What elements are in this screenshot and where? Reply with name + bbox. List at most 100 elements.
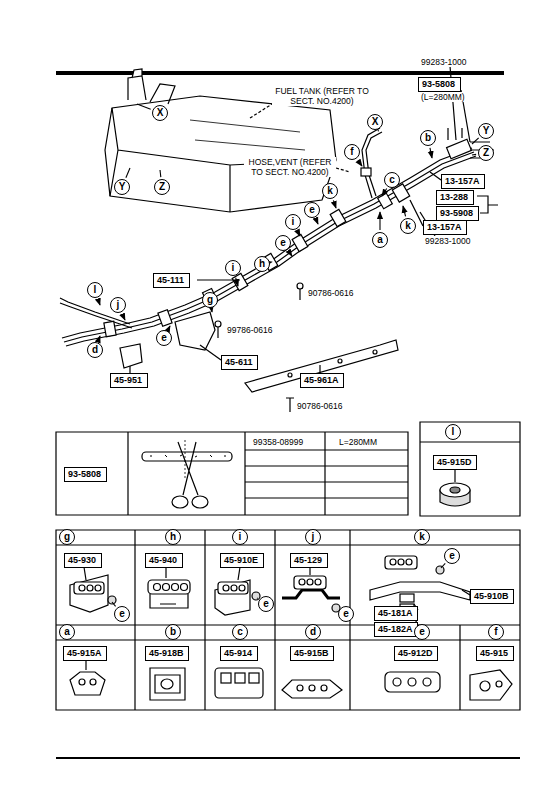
callout-letter: g: [202, 292, 218, 308]
dimension: (L=280MM): [420, 92, 466, 102]
callout-letter: d: [305, 624, 321, 640]
callout-letter: c: [232, 624, 248, 640]
part-text: b: [425, 133, 431, 143]
part-text: a: [64, 627, 70, 637]
part-text: d: [310, 627, 316, 637]
part-text: e: [280, 238, 286, 248]
part-number-box: 13-157A: [423, 220, 467, 235]
part-text: 45-915: [480, 648, 508, 658]
part-text: k: [327, 186, 333, 196]
callout-letter: h: [165, 529, 181, 545]
part-number-box: 93-5808: [64, 467, 107, 482]
label-text: 90786-0616: [297, 401, 342, 411]
part-text: 93-5808: [68, 469, 101, 479]
part-number-box: 93-5808: [418, 77, 461, 92]
callout-letter: i: [232, 529, 248, 545]
part-text: 45-611: [225, 357, 253, 367]
leader-line: [403, 206, 406, 216]
part-text: 13-288: [440, 192, 468, 202]
note-text: HOSE,VENT (REFER TO SECT. NO.4200): [244, 157, 336, 177]
leader-line: [126, 168, 130, 178]
part-text: j: [117, 300, 120, 310]
label-text: 90786-0616: [308, 288, 353, 298]
callout-letter: e: [114, 606, 130, 622]
part-number-box: 45-910B: [470, 589, 514, 604]
callout-letter: e: [338, 606, 354, 622]
label-text: 99358-08999: [253, 437, 303, 447]
callout-letter: h: [254, 256, 270, 272]
part-text: f: [350, 147, 353, 157]
part-text: e: [263, 599, 269, 609]
part-text: l: [94, 285, 97, 295]
callout-letter: b: [165, 624, 181, 640]
part-text: e: [419, 627, 425, 637]
part-text: 45-930: [68, 555, 96, 565]
callout-letter: k: [414, 529, 430, 545]
part-text: g: [64, 532, 70, 542]
part-text: c: [237, 627, 243, 637]
leader-line: [358, 160, 362, 166]
leader-line: [137, 104, 151, 109]
callout-letter: d: [87, 342, 103, 358]
part-number-box: 45-914: [220, 646, 258, 661]
label-text: 99283-1000: [421, 57, 466, 67]
part-text: 45-181A: [378, 608, 413, 618]
callout-letter: X: [367, 114, 383, 130]
leader-line: [377, 130, 379, 131]
leader-line: [472, 138, 479, 144]
part-text: l: [452, 427, 455, 437]
callout-letter: f: [488, 624, 504, 640]
label-text: FUEL TANK (REFER TO SECT. NO.4200): [273, 86, 371, 106]
callout-letter: Y: [478, 123, 494, 139]
leader-line: [336, 609, 337, 610]
part-text: i: [232, 263, 235, 273]
bolt-number: 90786-0616: [307, 288, 354, 298]
part-number-box: 45-915: [476, 646, 514, 661]
callout-letter: j: [110, 297, 126, 313]
part-text: k: [419, 532, 425, 542]
bolt-number: 90786-0616: [296, 401, 343, 411]
part-text: i: [239, 532, 242, 542]
label-text: 99283-1000: [425, 236, 470, 246]
callout-letter: e: [258, 596, 274, 612]
callout-letter: a: [59, 624, 75, 640]
part-text: 45-940: [149, 555, 177, 565]
part-number-box: 45-129: [290, 553, 328, 568]
callout-letter: Y: [114, 179, 130, 195]
callout-letter: g: [59, 529, 75, 545]
leader-line: [122, 314, 125, 320]
part-text: f: [494, 627, 497, 637]
part-text: 45-914: [224, 648, 252, 658]
callout-letter: l: [445, 424, 461, 440]
part-text: e: [119, 609, 125, 619]
callout-letter: Z: [154, 179, 170, 195]
part-number-box: 45-961A: [300, 373, 344, 388]
callout-letter: f: [344, 144, 360, 160]
part-text: 13-157A: [427, 222, 462, 232]
table-cell: 99358-08999: [252, 437, 304, 447]
label-text: L=280MM: [339, 437, 377, 447]
part-text: g: [207, 295, 213, 305]
callout-letter: e: [304, 202, 320, 218]
part-text: h: [170, 532, 176, 542]
callout-letter: k: [322, 183, 338, 199]
part-text: 45-961A: [304, 375, 339, 385]
part-number-box: 45-181A: [374, 606, 418, 621]
part-text: 45-910E: [224, 555, 258, 565]
part-text: e: [449, 551, 455, 561]
part-text: 45-951: [114, 375, 142, 385]
part-number-box: 93-5908: [436, 206, 479, 221]
callout-letter: i: [225, 260, 241, 276]
part-number-box: 45-915B: [290, 646, 334, 661]
callout-letter: j: [305, 529, 321, 545]
part-text: 45-111: [157, 275, 184, 285]
leader-line: [441, 563, 445, 568]
callout-letter: i: [285, 214, 301, 230]
part-number-box: 45-111: [153, 273, 190, 288]
leader-line: [112, 602, 116, 606]
part-number-box: 45-930: [64, 553, 102, 568]
part-number-box: 13-288: [436, 190, 474, 205]
callout-letter: e: [275, 235, 291, 251]
part-text: X: [157, 108, 164, 118]
leader-line: [256, 597, 258, 599]
